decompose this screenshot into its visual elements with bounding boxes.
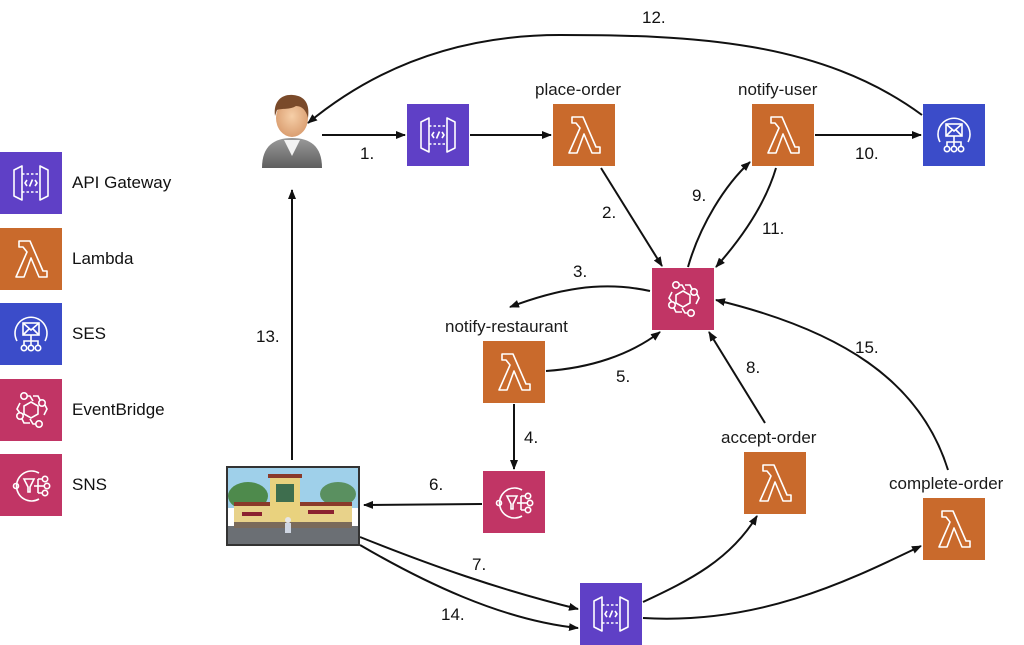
- user-avatar-icon: [258, 88, 326, 170]
- ses-node[interactable]: [923, 104, 985, 166]
- legend-label-ses: SES: [72, 324, 107, 343]
- edge-6: [363, 500, 483, 509]
- eventbridge-node[interactable]: [652, 268, 714, 330]
- place-order-lambda-node[interactable]: [553, 104, 615, 166]
- legend-eventbridge-icon: [0, 379, 62, 441]
- step-label-2: 2.: [602, 203, 617, 222]
- step-label-15: 15.: [855, 338, 879, 357]
- edge-14: [359, 544, 579, 632]
- notify-restaurant-lambda-node[interactable]: [483, 341, 545, 403]
- api-gateway-top-node[interactable]: [407, 104, 469, 166]
- notify-restaurant-label: notify-restaurant: [445, 317, 568, 336]
- step-label-1: 1.: [360, 144, 375, 163]
- place-order-label: place-order: [535, 80, 621, 99]
- step-label-5: 5.: [616, 367, 631, 386]
- edge-9: [687, 161, 751, 268]
- complete-order-label: complete-order: [889, 474, 1004, 493]
- step-label-11: 11.: [762, 219, 785, 238]
- accept-order-lambda-node[interactable]: [744, 452, 806, 514]
- step-label-10: 10.: [855, 144, 879, 163]
- edge-8: [708, 331, 766, 424]
- notify-user-lambda-node[interactable]: [752, 104, 814, 166]
- accept-order-label: accept-order: [721, 428, 817, 447]
- edge-12: [307, 33, 923, 124]
- step-label-4: 4.: [524, 428, 539, 447]
- legend-label-api-gateway: API Gateway: [72, 173, 172, 192]
- edge-11: [715, 167, 777, 268]
- edge-3: [509, 285, 651, 308]
- sns-node[interactable]: [483, 471, 545, 533]
- restaurant-image: [226, 466, 360, 546]
- legend-sns-icon: [0, 454, 62, 516]
- step-label-8: 8.: [746, 358, 761, 377]
- edge-api-to-accept-order: [642, 515, 758, 603]
- edge-15: [715, 298, 949, 471]
- legend-label-lambda: Lambda: [72, 249, 134, 268]
- notify-user-label: notify-user: [738, 80, 818, 99]
- step-label-13: 13.: [256, 327, 280, 346]
- edge-5: [545, 331, 661, 372]
- legend-label-eventbridge: EventBridge: [72, 400, 165, 419]
- edge-7: [359, 536, 579, 611]
- legend-label-sns: SNS: [72, 475, 107, 494]
- legend-api-gateway-icon: [0, 152, 62, 214]
- legend-lambda-icon: [0, 228, 62, 290]
- step-label-7: 7.: [472, 555, 487, 574]
- edge-api-to-complete-order: [642, 545, 922, 620]
- edge-2: [600, 167, 663, 267]
- step-label-12: 12.: [642, 8, 666, 27]
- step-label-6: 6.: [429, 475, 444, 494]
- step-label-14: 14.: [441, 605, 465, 624]
- api-gateway-bottom-node[interactable]: [580, 583, 642, 645]
- legend-ses-icon: [0, 303, 62, 365]
- complete-order-lambda-node[interactable]: [923, 498, 985, 560]
- step-label-9: 9.: [692, 186, 707, 205]
- step-label-3: 3.: [573, 262, 588, 281]
